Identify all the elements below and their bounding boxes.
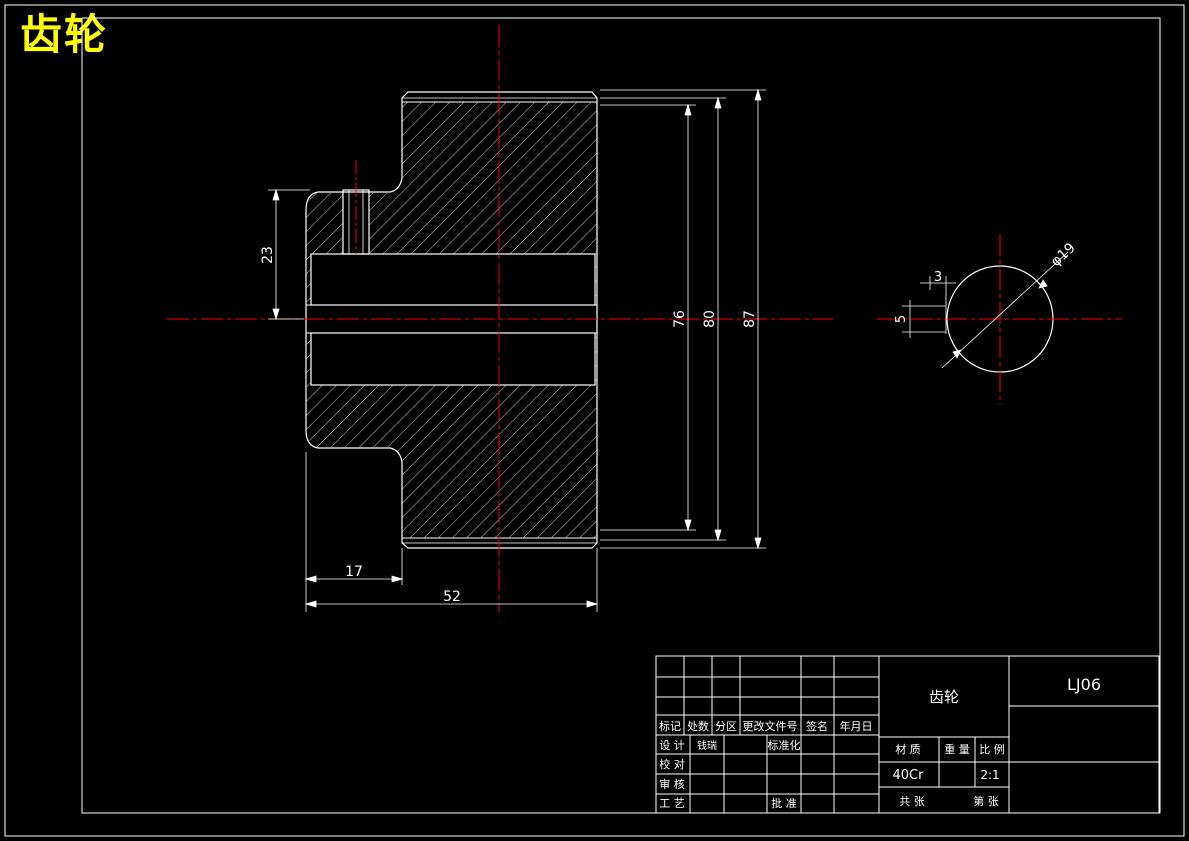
hdr-sign: 签名 bbox=[806, 719, 828, 733]
dim-87: 87 bbox=[742, 310, 758, 328]
weight-label: 重 量 bbox=[944, 742, 970, 756]
dim-23: 23 bbox=[260, 246, 276, 264]
designer-name: 钱瑞 bbox=[697, 739, 717, 752]
dim-5: 5 bbox=[894, 315, 909, 323]
gear-outline bbox=[305, 91, 598, 549]
scale-label: 比 例 bbox=[979, 742, 1005, 756]
check-label: 校 对 bbox=[659, 757, 685, 771]
dimensions bbox=[268, 88, 766, 612]
drawing-number: LJ06 bbox=[1067, 675, 1101, 694]
dim-76: 76 bbox=[672, 310, 688, 328]
side-view: 3 5 φ19 bbox=[877, 234, 1122, 405]
dim-phi19: φ19 bbox=[1048, 240, 1079, 270]
review-label: 审 核 bbox=[659, 777, 685, 791]
dim-52: 52 bbox=[443, 589, 461, 605]
hdr-docno: 更改文件号 bbox=[743, 719, 798, 733]
hdr-mark: 标记 bbox=[659, 719, 681, 733]
hdr-date: 年月日 bbox=[840, 719, 873, 733]
part-name: 齿轮 bbox=[929, 688, 959, 706]
outer-border bbox=[4, 4, 1185, 837]
total-sheets: 共 张 bbox=[899, 795, 925, 808]
inner-border bbox=[81, 17, 1161, 814]
material-label: 材 质 bbox=[895, 742, 921, 756]
gear-section-view bbox=[167, 25, 833, 612]
dim-17: 17 bbox=[345, 564, 363, 580]
dim-80: 80 bbox=[702, 310, 718, 328]
title-block bbox=[655, 655, 1160, 814]
scale-value: 2:1 bbox=[980, 768, 999, 782]
design-label: 设 计 bbox=[659, 739, 685, 752]
hdr-zone: 分区 bbox=[715, 720, 737, 733]
process-label: 工 艺 bbox=[659, 797, 685, 810]
drawing-title: 齿轮 bbox=[20, 10, 109, 59]
material-value: 40Cr bbox=[893, 768, 925, 783]
dim-3: 3 bbox=[934, 270, 942, 285]
hdr-count: 处数 bbox=[687, 720, 709, 733]
sheet-no: 第 张 bbox=[973, 794, 999, 808]
approve-label: 批 准 bbox=[771, 796, 797, 810]
standard-label: 标准化 bbox=[768, 738, 801, 752]
